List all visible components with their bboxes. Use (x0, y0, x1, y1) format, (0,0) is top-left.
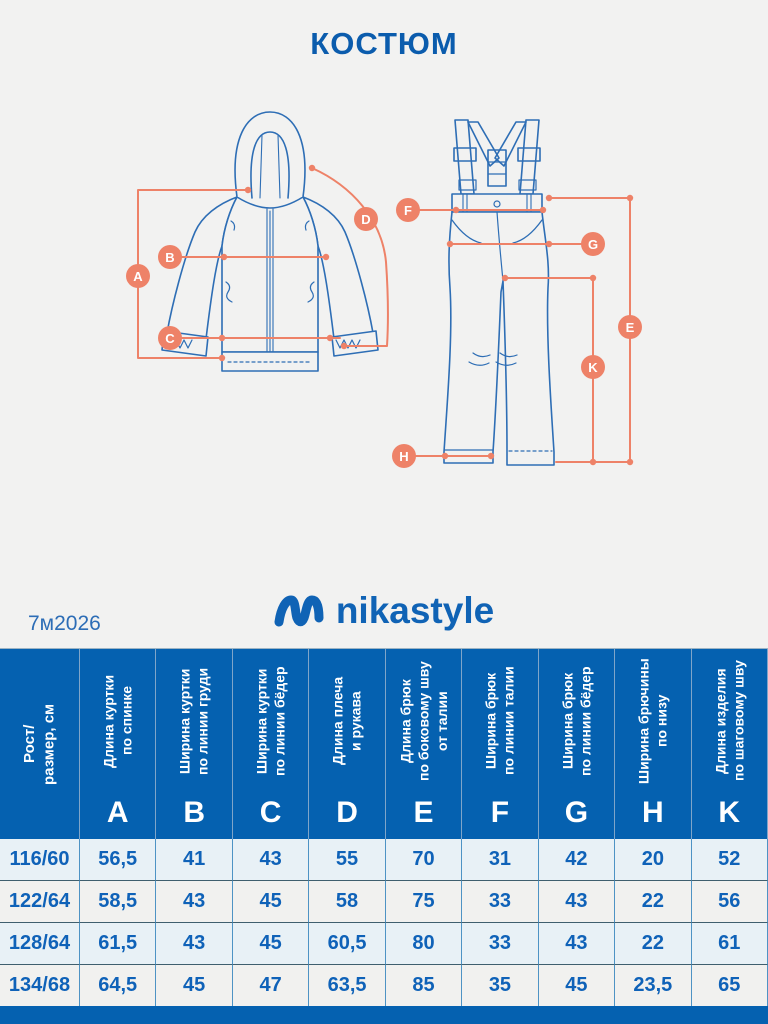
col-header-size-label: Рост/ размер, см (21, 703, 58, 785)
table-cell: 43 (156, 881, 233, 923)
table-cell: 75 (385, 881, 463, 923)
table-cell: 65 (691, 965, 768, 1007)
dimension-marker-c: C (158, 326, 182, 350)
size-cell: 116/60 (0, 839, 80, 881)
table-cell: 61,5 (80, 923, 157, 965)
table-cell: 20 (615, 839, 692, 881)
size-cell: 122/64 (0, 881, 80, 923)
bottom-accent-bar (0, 1006, 768, 1024)
col-header-letter: D (336, 796, 358, 829)
table-cell: 80 (385, 923, 463, 965)
dimension-marker-g: G (581, 232, 605, 256)
table-cell: 64,5 (80, 965, 157, 1007)
table-cell: 61 (691, 923, 768, 965)
dimension-marker-d: D (354, 207, 378, 231)
table-cell: 43 (156, 923, 233, 965)
table-cell: 43 (538, 881, 616, 923)
col-header-label: Длина изделия по шаговому шву (712, 660, 747, 782)
table-cell: 55 (309, 839, 386, 881)
table-cell: 22 (615, 881, 692, 923)
dimension-marker-k: K (581, 355, 605, 379)
table-cell: 47 (232, 965, 310, 1007)
pants-diagram (443, 119, 555, 466)
table-cell: 45 (538, 965, 616, 1007)
col-header-size: Рост/ размер, см (0, 649, 80, 839)
table-cell: 42 (538, 839, 616, 881)
table-cell: 58 (309, 881, 386, 923)
col-header-label: Длина куртки по спинке (100, 674, 135, 768)
table-cell: 60,5 (309, 923, 386, 965)
table-cell: 45 (232, 923, 310, 965)
table-cell: 56 (691, 881, 768, 923)
table-cell: 31 (462, 839, 539, 881)
table-cell: 43 (538, 923, 616, 965)
table-cell: 33 (462, 923, 539, 965)
dimension-marker-e: E (618, 315, 642, 339)
col-header-label: Длина брюк по боковому шву от талии (397, 661, 450, 781)
logo-text: nikastyle (335, 590, 495, 631)
col-header-label: Длина плеча и рукава (329, 676, 365, 766)
product-code: 7м2026 (28, 612, 101, 635)
logo-wave-icon (274, 595, 324, 627)
table-cell: 63,5 (309, 965, 386, 1007)
table-cell: 70 (385, 839, 463, 881)
table-cell: 58,5 (80, 881, 157, 923)
dimension-marker-b: B (158, 245, 182, 269)
dimension-marker-f: F (396, 198, 420, 222)
col-header-letter: A (106, 796, 129, 829)
col-header-letter: B (183, 796, 205, 829)
col-header-label: Ширина куртки по линии груди (176, 667, 212, 775)
table-cell: 22 (615, 923, 692, 965)
table-cell: 45 (156, 965, 233, 1007)
table-cell: 43 (232, 839, 310, 881)
col-header-letter: E (413, 796, 434, 829)
table-cell: 23,5 (615, 965, 692, 1007)
table-cell: 52 (691, 839, 768, 881)
jacket-diagram (161, 111, 379, 372)
col-header-label: Ширина брюк по линии талии (482, 666, 517, 776)
col-header-label: Ширина брючины по низу (635, 658, 670, 784)
col-header-label: Ширина брюк по линии бёдер (559, 666, 594, 776)
table-cell: 56,5 (80, 839, 157, 881)
table-cell: 45 (232, 881, 310, 923)
suit-measurement-diagram (137, 111, 634, 466)
table-cell: 41 (156, 839, 233, 881)
dimension-marker-a: A (126, 264, 150, 288)
col-header-label: Ширина куртки по линии бёдер (253, 666, 288, 776)
dimension-marker-h: H (392, 444, 416, 468)
col-header-letter: K (718, 796, 741, 829)
size-cell: 128/64 (0, 923, 80, 965)
page-title: КОСТЮМ (310, 26, 458, 61)
table-cell: 35 (462, 965, 539, 1007)
col-header-letter: C (259, 796, 282, 829)
col-header-letter: H (641, 796, 664, 829)
table-cell: 85 (385, 965, 463, 1007)
table-cell: 33 (462, 881, 539, 923)
brand-logo: nikastyle (0, 588, 768, 634)
col-header-letter: G (564, 796, 589, 829)
col-header-letter: F (490, 796, 510, 829)
size-cell: 134/68 (0, 965, 80, 1007)
